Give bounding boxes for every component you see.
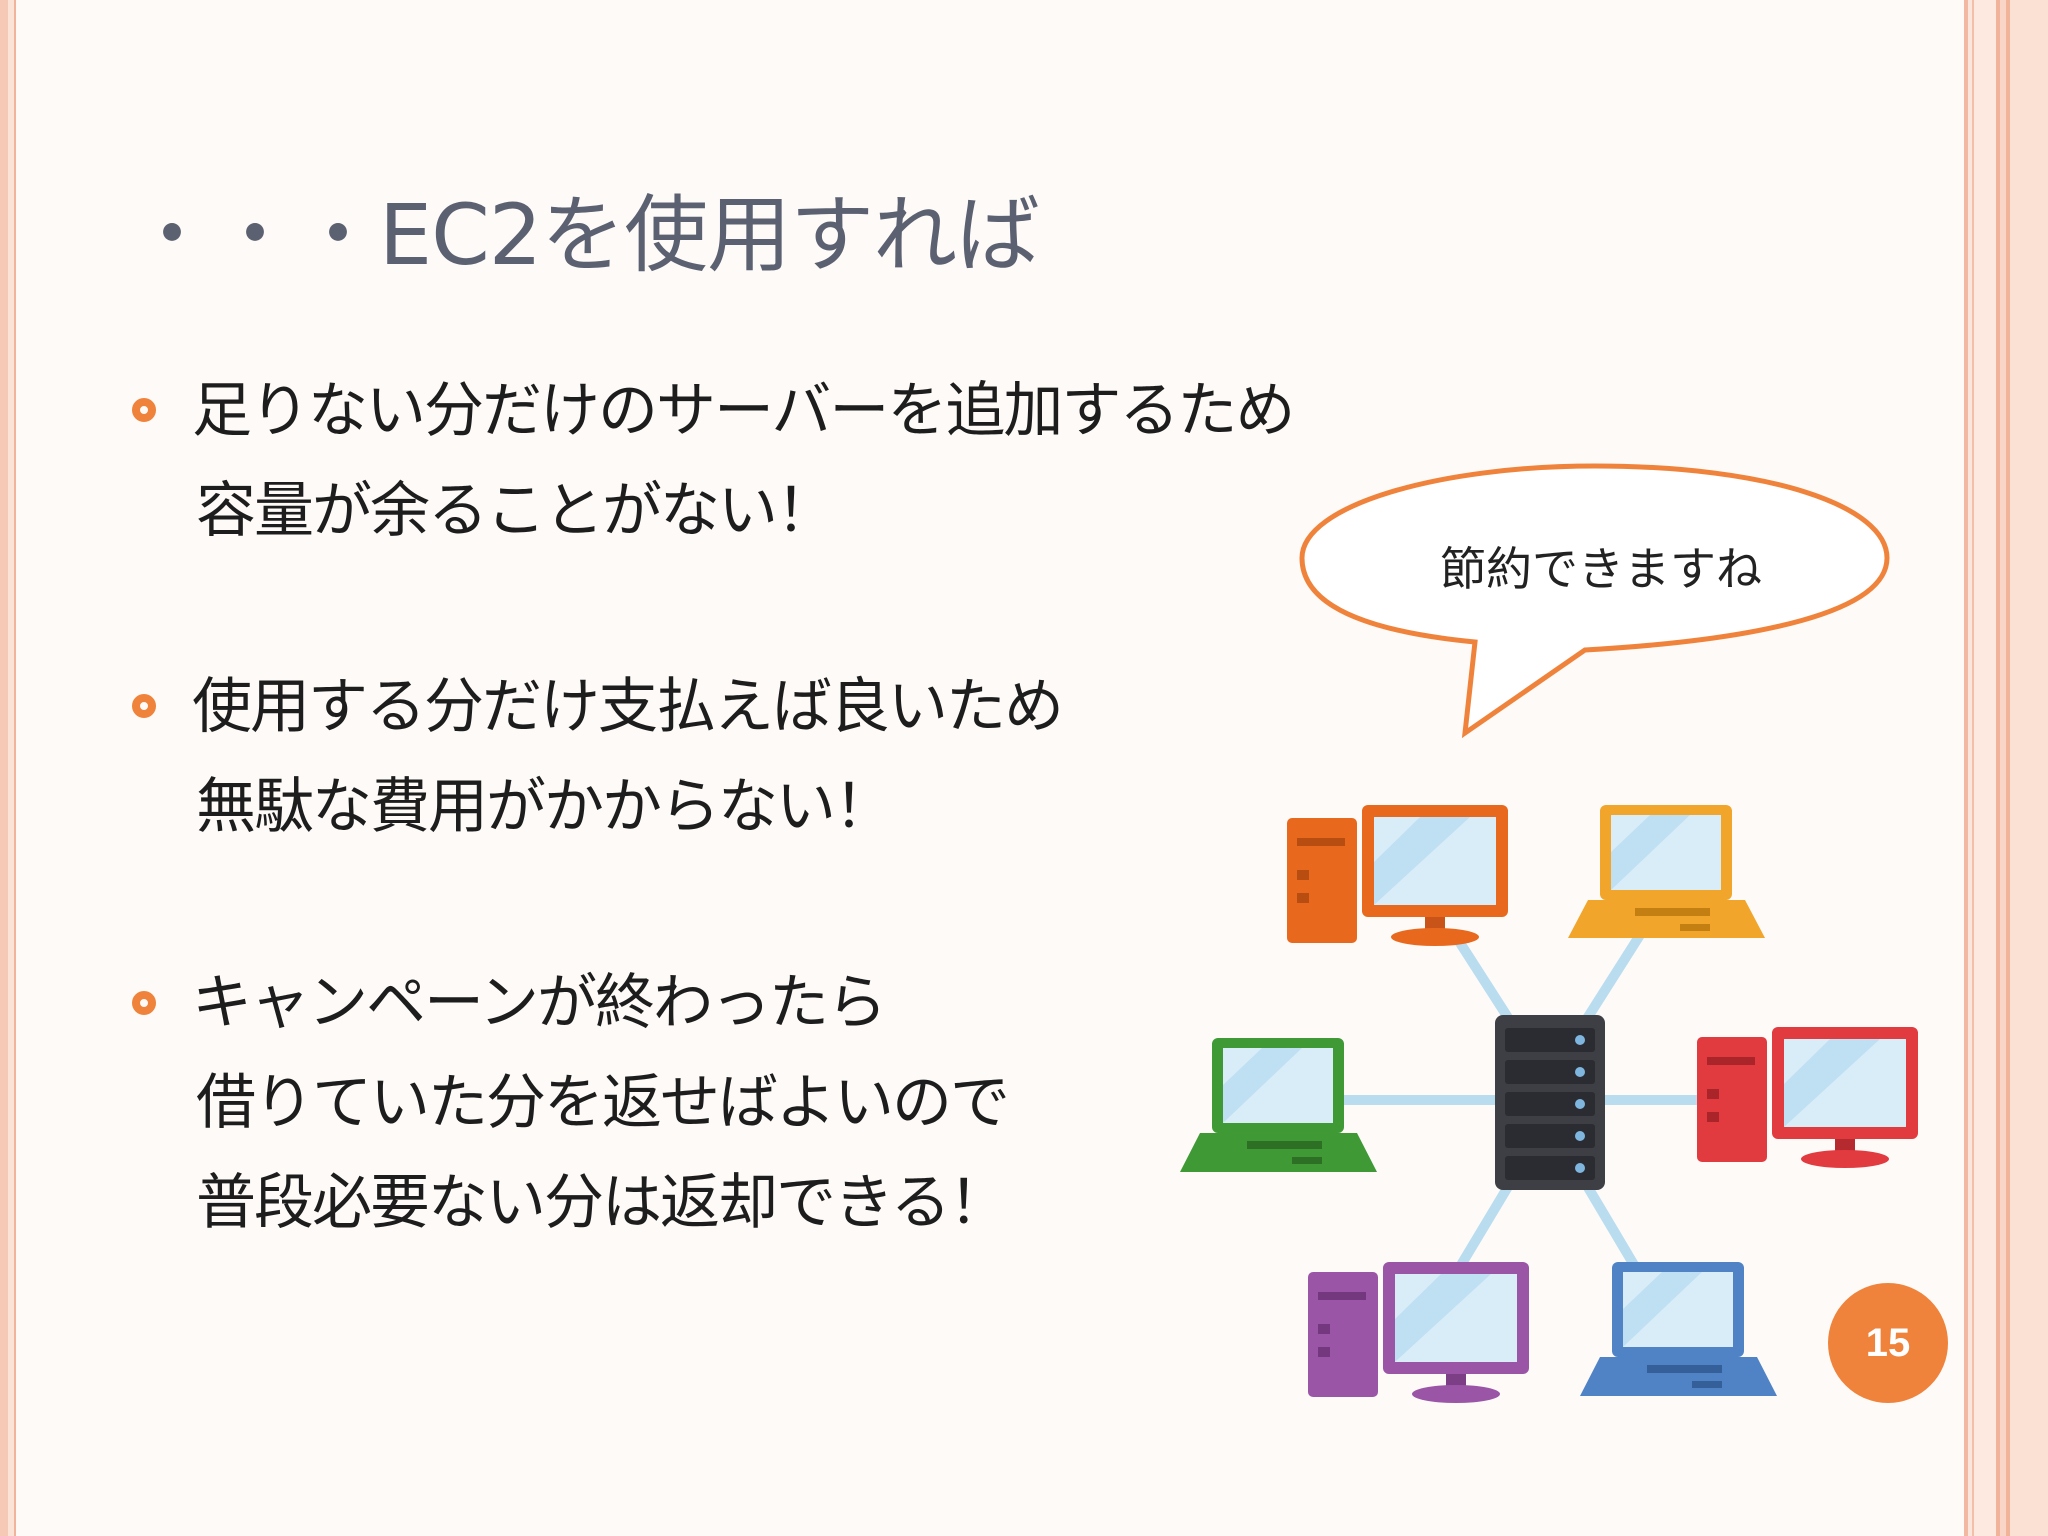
bullet-3-line-2: 借りていた分を返せばよいので: [196, 1068, 1010, 1138]
slide-title: ・・・EC2を使用すれば: [130, 186, 1040, 284]
speech-bubble-text: 節約できますね: [1440, 542, 1762, 596]
bullet-icon: [132, 991, 156, 1015]
page-number-badge: 15: [1828, 1283, 1948, 1403]
speech-bubble: [1299, 463, 1890, 739]
desktop-computer-icon: [1308, 1262, 1529, 1403]
slide-frame-left: [0, 0, 30, 1536]
bullet-3-line-3: 普段必要ない分は返却できる！: [196, 1168, 1009, 1238]
bullet-2-line-1: 使用する分だけ支払えば良いため: [192, 672, 1064, 742]
bullet-icon: [132, 694, 156, 718]
desktop-computer-icon: [1287, 805, 1508, 946]
laptop-icon: [1180, 1038, 1377, 1172]
bullet-icon: [132, 398, 156, 422]
laptop-icon: [1580, 1262, 1777, 1396]
bullet-1-line-2: 容量が余ることがない！: [196, 476, 836, 546]
laptop-icon: [1568, 805, 1765, 938]
server-icon: [1495, 1015, 1605, 1190]
bullet-1-line-1: 足りない分だけのサーバーを追加するため: [192, 376, 1295, 446]
desktop-computer-icon: [1697, 1027, 1918, 1168]
bullet-3-line-1: キャンペーンが終わったら: [192, 968, 887, 1038]
slide-frame-right: [1960, 0, 2048, 1536]
bullet-2-line-2: 無駄な費用がかからない！: [196, 772, 894, 842]
